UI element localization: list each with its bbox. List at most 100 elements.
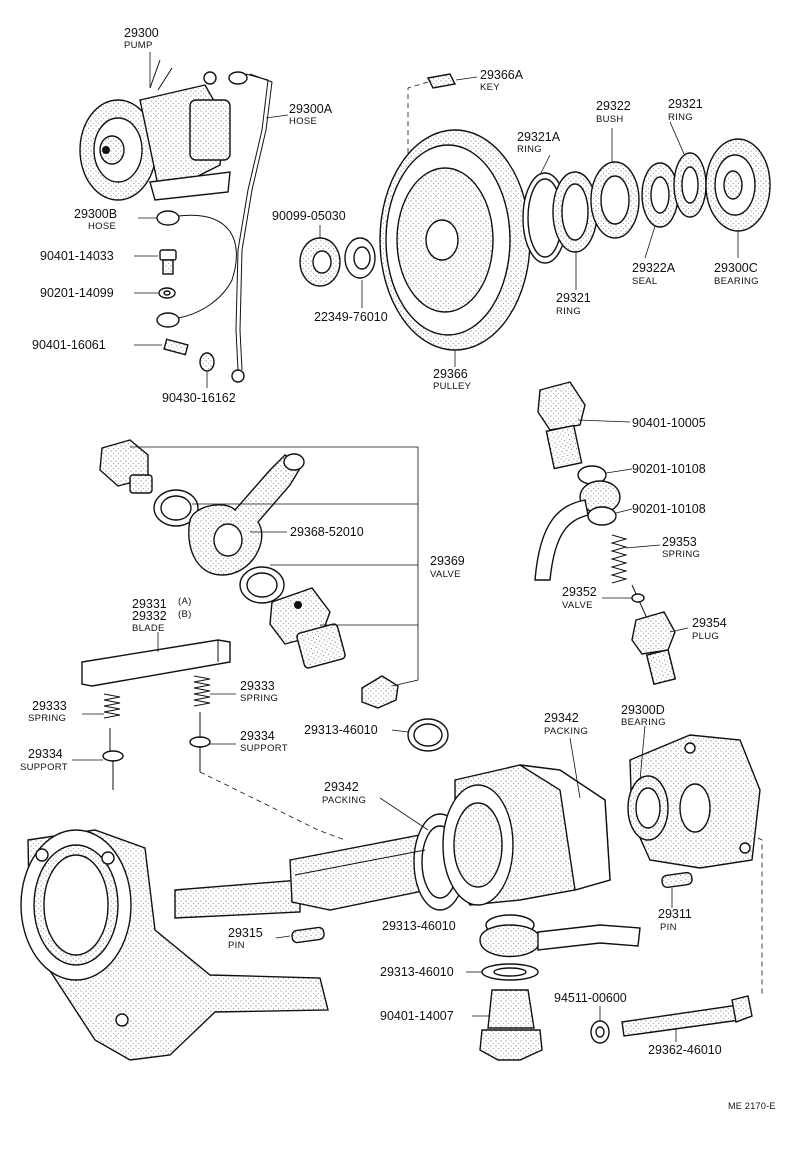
label-29300b-number: 29300B <box>74 207 117 221</box>
label-90099-05030: 90099-05030 <box>272 209 346 223</box>
washer-90201-10108-b-drawing <box>587 506 617 526</box>
label-29334-a-number: 29334 <box>28 747 63 761</box>
label-29300-number: 29300 <box>124 26 159 40</box>
label-90201-10108-a: 90201-10108 <box>632 462 706 476</box>
label-90401-10005: 90401-10005 <box>632 416 706 430</box>
label-29342-a-name: PACKING <box>322 795 366 806</box>
bush-29322-drawing <box>590 161 640 239</box>
label-29331-number: 29331 <box>132 597 167 611</box>
label-29332-sub: (B) <box>178 609 192 620</box>
label-29333-b-name: SPRING <box>240 693 278 704</box>
label-29366a-number: 29366A <box>480 68 524 82</box>
label-29321-upper-number: 29321 <box>668 97 703 111</box>
support-29334-b-drawing <box>189 712 346 841</box>
label-29300a-number: 29300A <box>289 102 333 116</box>
label-29321a-name: RING <box>517 144 542 155</box>
plug-29354-drawing <box>631 611 677 686</box>
banjo-drawing <box>479 914 641 1061</box>
washer-90201-14099-drawing <box>158 287 176 299</box>
housing-drawing <box>20 829 329 1061</box>
label-29322a-number: 29322A <box>632 261 676 275</box>
union-drawing <box>534 480 621 581</box>
label-29354-number: 29354 <box>692 616 727 630</box>
bearing-29300c-drawing <box>705 138 771 232</box>
cover-drawing <box>627 734 763 995</box>
washer-22349-76010-drawing <box>344 237 376 279</box>
label-94511-00600: 94511-00600 <box>554 991 627 1005</box>
label-29311-number: 29311 <box>658 907 692 921</box>
label-29353-name: SPRING <box>662 549 700 560</box>
label-29334-a-name: SUPPORT <box>20 762 68 773</box>
label-29342-a-number: 29342 <box>324 780 359 794</box>
label-29333-b-number: 29333 <box>240 679 275 693</box>
spring-29353-drawing <box>610 534 628 584</box>
pump-drawing <box>79 59 231 201</box>
label-29311-name: PIN <box>660 922 677 933</box>
label-29322-number: 29322 <box>596 99 631 113</box>
rotor-drawing <box>174 813 467 919</box>
label-29315-name: PIN <box>228 940 245 951</box>
bolt-90401-14033-drawing <box>159 249 177 275</box>
label-29300-name: PUMP <box>124 40 153 51</box>
spring-29333-b-drawing <box>193 675 211 707</box>
label-90401-14007: 90401-14007 <box>380 1009 454 1023</box>
label-29313-46010-b: 29313-46010 <box>382 919 456 933</box>
label-29321-upper-name: RING <box>668 112 693 123</box>
label-29321-lower-number: 29321 <box>556 291 591 305</box>
label-29300d-number: 29300D <box>621 703 665 717</box>
bolt-90401-10005-drawing <box>537 381 586 470</box>
pulley-29366-drawing <box>379 129 531 351</box>
body-drawing <box>442 764 611 906</box>
label-29352-name: VALVE <box>562 600 593 611</box>
label-29315-number: 29315 <box>228 926 263 940</box>
ring-29321-upper-drawing <box>673 152 707 218</box>
label-29300b-name: HOSE <box>88 221 116 232</box>
label-90401-16061: 90401-16061 <box>32 338 106 352</box>
valve-29369-drawing <box>99 439 449 752</box>
label-29321a-number: 29321A <box>517 130 561 144</box>
bolt-29362-46010-drawing <box>621 995 753 1037</box>
label-29354-name: PLUG <box>692 631 719 642</box>
label-29342-b-name: PACKING <box>544 726 588 737</box>
label-29322a-name: SEAL <box>632 276 658 287</box>
footer-code: ME 2170-E <box>728 1101 776 1111</box>
label-29362-46010: 29362-46010 <box>648 1043 722 1057</box>
label-29333-a-name: SPRING <box>28 713 66 724</box>
label-29342-b-number: 29342 <box>544 711 579 725</box>
label-29369-number: 29369 <box>430 554 465 568</box>
washer-94511-00600-drawing <box>590 1020 610 1044</box>
blade-drawing <box>81 639 231 687</box>
hose-29300b-drawing <box>156 210 237 328</box>
label-29366-number: 29366 <box>433 367 468 381</box>
label-29300c-name: BEARING <box>714 276 759 287</box>
seal-29322a-drawing <box>641 162 679 228</box>
label-29334-b-number: 29334 <box>240 729 275 743</box>
ring-29321-lower-drawing <box>552 171 598 253</box>
label-29368-52010: 29368-52010 <box>290 525 364 539</box>
label-29352-number: 29352 <box>562 585 597 599</box>
label-29369-name: VALVE <box>430 569 461 580</box>
label-29332-name: BLADE <box>132 623 165 634</box>
label-29300d-name: BEARING <box>621 717 666 728</box>
spring-29333-a-drawing <box>103 693 121 719</box>
label-29353-number: 29353 <box>662 535 697 549</box>
pin-29311-drawing <box>661 871 693 889</box>
label-29332-number: 29332 <box>132 609 167 623</box>
hose-29300a-drawing <box>228 71 273 383</box>
label-29366-name: PULLEY <box>433 381 472 392</box>
label-90430-16162: 90430-16162 <box>162 391 236 405</box>
nut-90430-16162-drawing <box>199 352 215 372</box>
label-29300c-number: 29300C <box>714 261 758 275</box>
pin-29315-drawing <box>291 926 325 944</box>
label-29331-sub: (A) <box>178 596 192 607</box>
label-29300a-name: HOSE <box>289 116 317 127</box>
label-90401-14033: 90401-14033 <box>40 249 114 263</box>
label-90201-14099: 90201-14099 <box>40 286 114 300</box>
support-29334-a-drawing <box>102 728 124 790</box>
label-29313-46010-c: 29313-46010 <box>380 965 454 979</box>
label-22349-76010: 22349-76010 <box>314 310 388 324</box>
label-29322-name: BUSH <box>596 114 624 125</box>
label-29333-a-number: 29333 <box>32 699 67 713</box>
bolt-90401-16061-drawing <box>163 338 189 356</box>
